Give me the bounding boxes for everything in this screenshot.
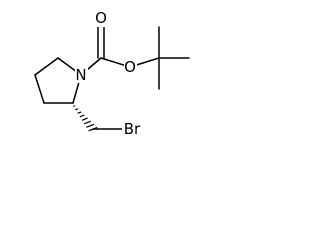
bromine-label: Br [124,120,141,138]
ester-oxygen-label: O [124,58,136,76]
hashed-wedge-bond [72,105,98,132]
nitrogen-label: N [75,66,86,84]
carbonyl-oxygen-label: O [95,9,107,27]
molecule-structure: N O O Br [34,9,190,138]
bond-c4-c5 [34,57,59,76]
bond-c3-c4 [34,74,45,104]
